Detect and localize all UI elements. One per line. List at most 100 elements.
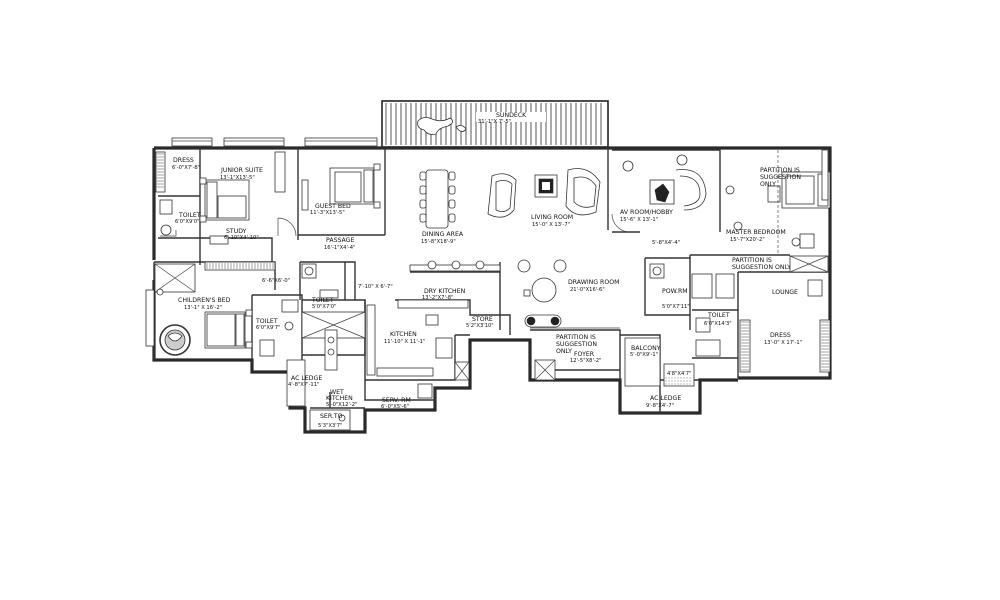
paving-dot [683, 380, 685, 382]
store-dim: 5'2"X3'10" [466, 323, 494, 329]
dress-left-label: DRESS [173, 157, 194, 164]
toilet-left: TOILET 6'0"X9'0" [159, 199, 201, 237]
paving-dot [671, 380, 673, 382]
paving-dot [686, 383, 688, 385]
toilet-child-label: TOILET [255, 318, 278, 325]
dining-chair [419, 213, 427, 223]
dining-area-label: DINING AREA [422, 231, 464, 238]
guest-bed-label: GUEST BED [315, 203, 351, 210]
paving-dot [671, 383, 673, 385]
av-room-label: AV ROOM/HOBBY [620, 209, 673, 216]
paving-dot [686, 377, 688, 379]
partition-master-line3: ONLY [760, 181, 776, 188]
paving-dot [689, 383, 691, 385]
toilet-mid-dim: 5'0"X7'0" [312, 304, 336, 310]
paving-dot [677, 377, 679, 379]
paving-dot [677, 383, 679, 385]
ac-ledge-left: AC LEDGE 4'-8"X7'-11" [286, 359, 322, 407]
dress-right: DRESS 13'-0" X 17'-1" [739, 319, 831, 373]
paving-dot [674, 383, 676, 385]
kitchen-dim: 11'-10" X 11'-1" [384, 339, 425, 345]
partition-master-line2: SUGGESTION [760, 174, 801, 181]
dining-chair [448, 171, 456, 181]
store-label: STORE [472, 316, 493, 323]
outer-walls [152, 137, 832, 434]
dry-kitchen-dim: 13'-2"X7'-8" [422, 295, 453, 301]
dining-area: DINING AREA 15'-8"X18'-9" [419, 169, 464, 245]
dining-chair [419, 199, 427, 209]
toilet-child: TOILET 6'0"X9'7" [255, 299, 299, 357]
paving-dot [689, 377, 691, 379]
junior-suite-label: JUNIOR SUITE [220, 167, 263, 174]
drawing-room-label: DRAWING ROOM [568, 279, 619, 286]
paving-dot [665, 380, 667, 382]
av-room: AV ROOM/HOBBY 15'-6" X 13'-1" 5'-8"X4'-4… [611, 154, 707, 246]
passage-label: PASSAGE [326, 237, 354, 244]
foyer: PARTITION IS SUGGESTION ONLY FOYER 12'-5… [530, 327, 620, 381]
paving-dot [665, 383, 667, 385]
av-room-dim: 15'-6" X 13'-1" [620, 217, 658, 223]
lounge: LOUNGE [772, 279, 823, 297]
paving-dot [665, 377, 667, 379]
paving-dot [677, 380, 679, 382]
paving-dot [674, 377, 676, 379]
wet-kitchen-label: WET [330, 389, 344, 396]
toilet-mid-label: TOILET [311, 297, 334, 304]
paving-dot [674, 380, 676, 382]
ser-toilet-dim: 5'3"X3'7" [318, 423, 342, 429]
paving-dot [671, 377, 673, 379]
kitchen-label: KITCHEN [390, 331, 417, 338]
serv-rm: SERV. RM 6'-0"X5'-6" [381, 383, 433, 410]
dress-right-dim: 13'-0" X 17'-1" [764, 340, 802, 346]
childrens-bed: CHILDREN'S BED 13'-1" X 16'-2" [145, 263, 253, 356]
toilet-right-dim: 6'0"X14'3" [704, 321, 732, 327]
living-room-dim: 15'-0" X 13'-7" [532, 222, 570, 228]
childrens-bed-dim: 13'-1" X 16'-2" [184, 305, 222, 311]
balcony-void-dim: 4'8"X4'7" [667, 371, 691, 377]
toilet-left-dim: 6'0"X9'0" [175, 219, 199, 225]
partition-right-line2: SUGGESTION ONLY [732, 264, 791, 271]
dining-chair [448, 199, 456, 209]
study-dim: 6'-10"X4'-10" [224, 235, 259, 241]
toilet-left-label: TOILET [178, 212, 201, 219]
paving-dot [686, 380, 688, 382]
balcony-label: BALCONY [631, 345, 661, 352]
childrens-bed-label: CHILDREN'S BED [178, 297, 231, 304]
sundeck-dim: 31'-1"X 7'-5" [478, 119, 511, 125]
passage-dim: 16'-1"X4'-4" [324, 245, 355, 251]
store: STORE 5'2"X3'10" [454, 316, 494, 381]
dress-left: DRESS 6'-0"X7'-8" [155, 151, 200, 193]
paving-dot [668, 380, 670, 382]
partition-foyer-line1: PARTITION IS [556, 334, 596, 341]
pow-rm-dim: 5'0"X7'11" [662, 304, 690, 310]
balcony-dim: 5'-0"X9'-1" [630, 352, 658, 358]
pow-rm: POW.RM 5'0"X7'11" [649, 263, 735, 310]
toilet-child-dim: 6'0"X9'7" [256, 325, 280, 331]
dry-kitchen-label: DRY KITCHEN [424, 288, 466, 295]
foyer-label: FOYER [574, 351, 595, 358]
paving-dot [683, 383, 685, 385]
dining-area-dim: 15'-8"X18'-9" [421, 239, 456, 245]
paving-dot [689, 380, 691, 382]
foyer-dim: 12'-5"X8'-2" [570, 358, 601, 364]
balcony: BALCONY 5'-0"X9'-1" 4'8"X4'7" [624, 337, 695, 387]
dining-table [425, 169, 449, 229]
guest-bed: GUEST BED 11'-3"X13'-5" [301, 163, 381, 216]
junior-suite-dim: 13'-1"X13'-5" [220, 175, 255, 181]
ser-toilet: SER.TO 5'3"X3'7" [309, 409, 351, 431]
dress-left-dim: 6'-0"X7'-8" [172, 165, 200, 171]
sundeck: SUNDECK 31'-1"X 7'-5" [381, 100, 609, 148]
dry-kitchen-counter-dim: 7'-10" X 6'-7" [358, 284, 393, 290]
av-lobby-dim: 5'-8"X4'-4" [652, 240, 680, 246]
living-room-label: LIVING ROOM [531, 214, 573, 221]
serv-rm-dim: 6'-0"X5'-6" [381, 404, 409, 410]
partition-foyer-line3: ONLY [556, 348, 572, 355]
toilet-right-label: TOILET [707, 312, 730, 319]
ac-ledge-left-label: AC LEDGE [291, 375, 322, 382]
dining-chair [419, 185, 427, 195]
serv-rm-label: SERV. RM [382, 397, 411, 404]
ac-ledge-right-label: AC LEDGE [650, 395, 681, 402]
study-label: STUDY [226, 228, 247, 235]
passage: PASSAGE 16'-1"X4'-4" 6'-6"X6'-0" [262, 217, 355, 284]
